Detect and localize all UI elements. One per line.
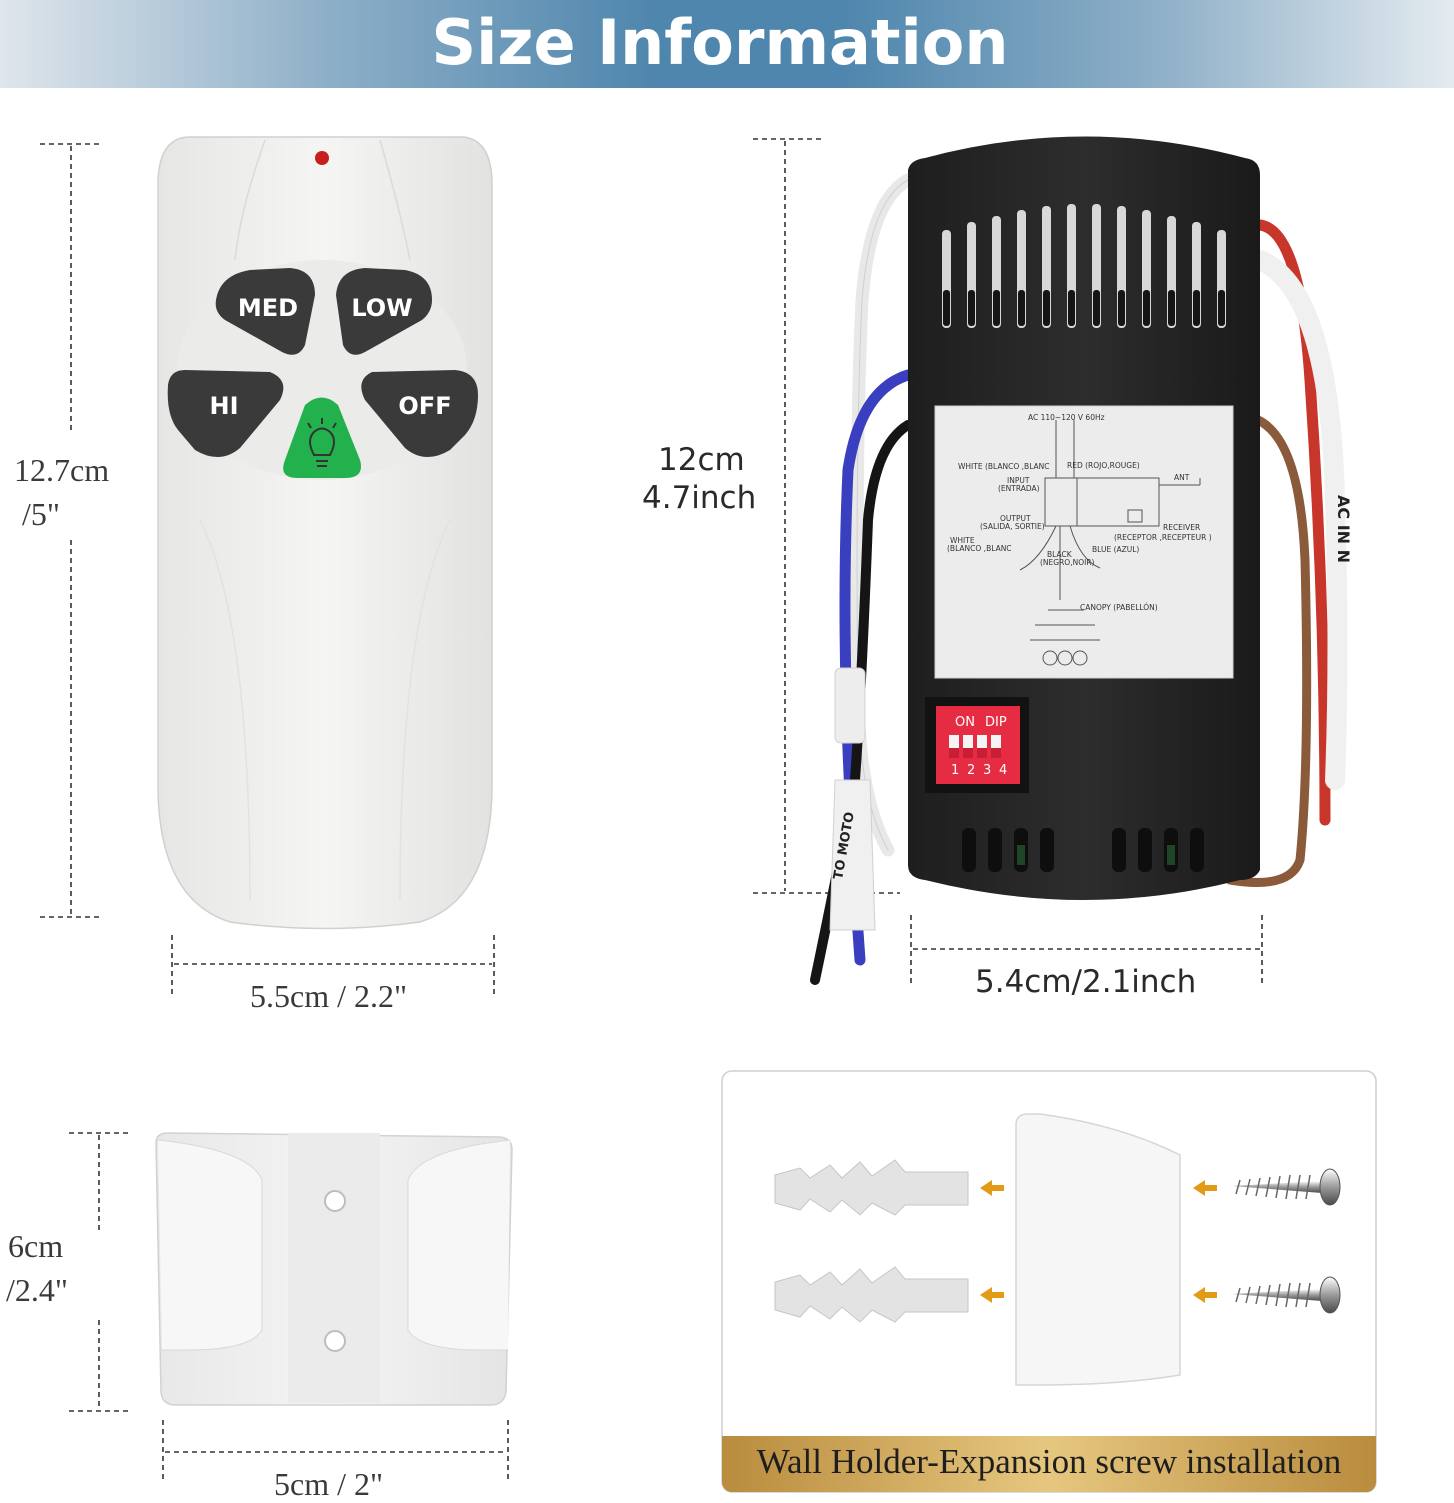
diagram-white-text: WHITE (BLANCO ,BLANC — [958, 462, 1050, 471]
diagram-black-text: BLACK — [1047, 550, 1073, 559]
wiring-diagram-drawing — [1019, 420, 1201, 666]
low-button: LOW — [351, 294, 412, 322]
remote-width-label: 5.5cm / 2.2" — [250, 978, 408, 1014]
receiver-width-label: 5.4cm/2.1inch — [975, 964, 1197, 1000]
header-banner: Size Information — [0, 0, 1454, 88]
diagram-ant-text: ANT — [1174, 473, 1190, 482]
led-indicator-icon — [315, 151, 329, 165]
holder-height-label-inch: /2.4" — [6, 1272, 68, 1308]
diagram-output-text: OUTPUT — [1000, 514, 1031, 523]
remote-height-label: 12.7cm — [14, 452, 110, 488]
remote-dimension-lines — [40, 143, 495, 995]
installation-panel — [721, 1070, 1377, 1493]
ac-in-label: AC IN N — [1334, 495, 1353, 563]
diagram-white2-text: WHITE — [950, 536, 975, 545]
diagram-input-text: INPUT — [1007, 476, 1030, 485]
screw-hole-icon — [324, 1330, 346, 1352]
screw-hole-icon — [324, 1190, 346, 1212]
off-button: OFF — [398, 392, 451, 420]
diagram-output-text-2: (SALIDA, SORTIE) — [980, 522, 1045, 531]
diagram-receiver-text-2: (RECEPTOR ,RECEPTEUR ) — [1114, 533, 1212, 542]
receiver-height-label: 12cm — [658, 442, 745, 478]
diagram-receiver-text: RECEIVER — [1163, 523, 1200, 532]
screw-icon — [1232, 1276, 1341, 1314]
receiver-wires: AC IN N TO MOTO — [810, 173, 1353, 985]
dip-number-2: 2 — [967, 763, 975, 778]
receiver-unit: AC 110~120 V 60Hz WHITE (BLANCO ,BLANC R… — [908, 136, 1260, 900]
light-button — [283, 397, 361, 478]
diagram-blue-text: BLUE (AZUL) — [1092, 545, 1139, 554]
dip-number-1: 1 — [951, 763, 959, 778]
receiver-height-label-inch: 4.7inch — [642, 480, 757, 516]
screw-icon — [1232, 1168, 1341, 1206]
installation-caption-banner: Wall Holder-Expansion screw installation — [722, 1436, 1376, 1492]
holder-height-label: 6cm — [8, 1228, 64, 1264]
dip-label: DIP — [985, 715, 1007, 730]
diagram-red-text: RED (ROJO,ROUGE) — [1067, 461, 1140, 470]
expansion-anchor-icon — [774, 1266, 969, 1323]
arrow-left-icon — [980, 1180, 1217, 1303]
holder-width-label: 5cm / 2" — [274, 1466, 384, 1502]
dip-on-label: ON — [955, 715, 975, 730]
diagram-ac-text: AC 110~120 V 60Hz — [1028, 413, 1105, 422]
med-button: MED — [238, 294, 298, 322]
diagram-canopy-text: CANOPY (PABELLÓN) — [1080, 603, 1158, 612]
wiring-diagram-label — [934, 405, 1234, 679]
holder-dimension-lines — [69, 1132, 509, 1480]
remote-height-label-inch: /5" — [22, 496, 60, 532]
diagram-input-text-2: (ENTRADA) — [998, 484, 1040, 493]
holder-side-view — [1015, 1113, 1181, 1386]
receiver-dimension-lines — [753, 138, 1263, 985]
hi-button: HI — [209, 392, 238, 420]
expansion-anchor-icon — [774, 1159, 969, 1216]
remote-control: MED LOW HI OFF — [157, 136, 493, 930]
dip-number-4: 4 — [999, 763, 1007, 778]
installation-caption: Wall Holder-Expansion screw installation — [756, 1442, 1342, 1481]
wall-holder — [155, 1132, 513, 1406]
dip-number-3: 3 — [983, 763, 991, 778]
bulb-icon — [307, 418, 337, 467]
page-title: Size Information — [431, 6, 1009, 79]
diagram-white2-text-b: (BLANCO ,BLANC — [947, 544, 1012, 553]
diagram-black-text-2: (NEGRO,NOIR) — [1040, 558, 1095, 567]
